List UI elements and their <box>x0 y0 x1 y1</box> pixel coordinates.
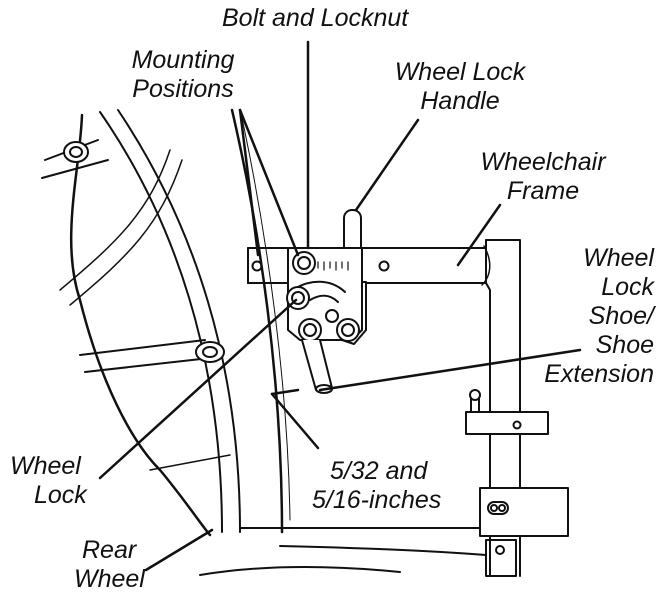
lower-frame-bracket <box>479 487 569 577</box>
label-line: Wheel <box>10 452 81 480</box>
label-wheel-lock-handle: Wheel Lock Handle <box>372 58 548 116</box>
label-line: 5/32 and <box>330 457 428 485</box>
label-gap-spec: 5/32 and 5/16-inches <box>312 457 441 515</box>
label-line: Handle <box>420 87 500 115</box>
label-line: Positions <box>132 75 234 103</box>
label-line: Shoe/ <box>588 302 654 330</box>
label-mounting-positions: Mounting Positions <box>118 46 248 104</box>
callout-leader-lines <box>98 40 582 572</box>
wheel-hub-bolts <box>63 141 225 363</box>
label-line: Wheel Lock <box>394 58 526 86</box>
label-wheel-lock-shoe: Wheel Lock Shoe/ Shoe Extension <box>520 244 654 389</box>
label-bolt-and-locknut: Bolt and Locknut <box>222 4 409 32</box>
label-line: Wheelchair <box>480 148 606 176</box>
label-rear-wheel: Rear Wheel <box>74 536 145 594</box>
upright-clamp <box>465 389 549 435</box>
label-line: Lock <box>601 273 654 301</box>
label-line: Rear <box>82 536 137 564</box>
label-line: 5/16-inches <box>312 486 442 514</box>
wheelchair-frame-upright <box>481 239 521 577</box>
rear-wheel-tire <box>69 108 291 537</box>
label-line: Lock <box>34 481 87 509</box>
wheelchair-frame-bottom-tube <box>199 527 487 576</box>
wheel-lock-bolts <box>286 251 360 342</box>
label-wheelchair-frame: Wheelchair Frame <box>468 148 618 206</box>
label-line: Frame <box>506 177 580 205</box>
wheelchair-frame-top-tube <box>247 247 487 284</box>
rear-wheel-spokes <box>41 139 231 471</box>
label-line: Wheel <box>583 244 654 272</box>
label-line: Wheel <box>74 565 145 593</box>
wheel-lock-shoe-extension <box>301 339 333 394</box>
label-line: Mounting <box>131 46 235 74</box>
label-line: Shoe <box>595 331 654 359</box>
label-wheel-lock: Wheel Lock <box>10 452 87 510</box>
label-line: Extension <box>544 360 654 388</box>
